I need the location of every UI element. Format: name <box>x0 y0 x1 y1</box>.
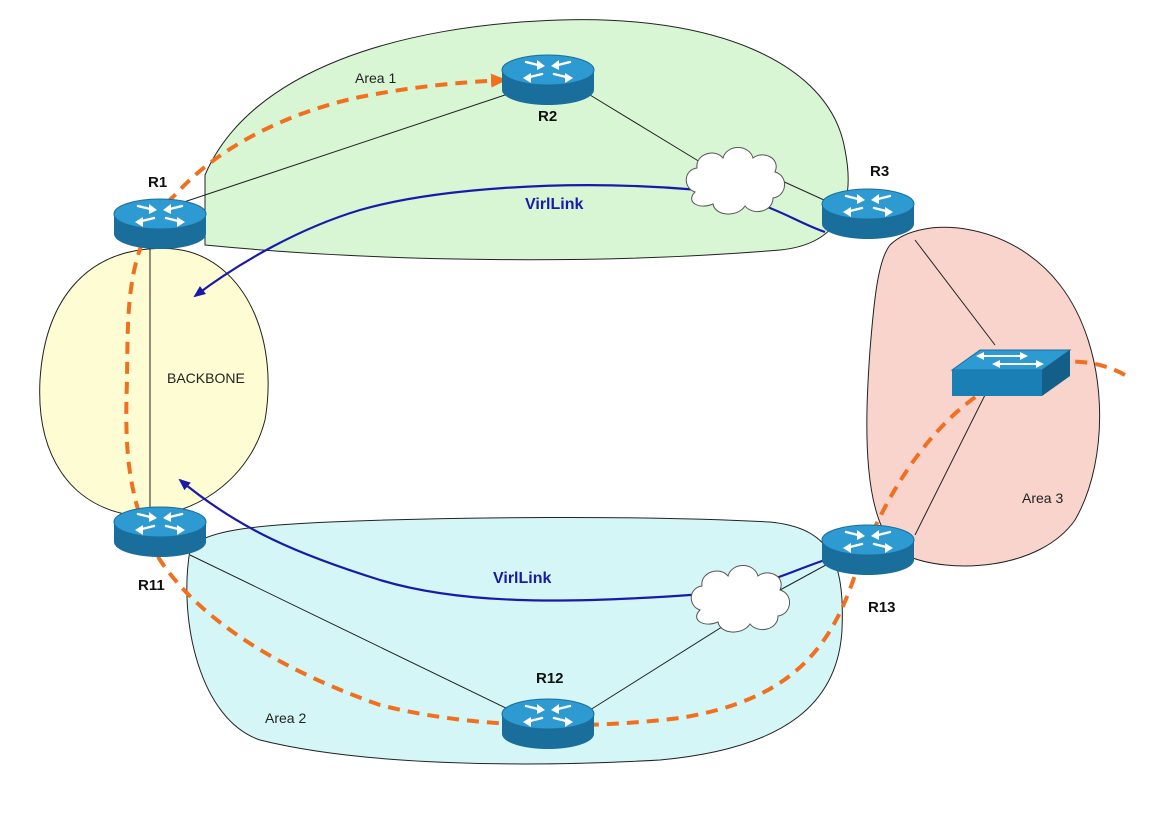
router-label-r2: R2 <box>538 108 557 125</box>
router-icon-r2 <box>500 53 596 107</box>
area1-region <box>204 19 849 261</box>
router-label-r1: R1 <box>148 174 167 191</box>
area-label-1: Area 1 <box>355 70 396 86</box>
router-label-r11: R11 <box>138 577 165 594</box>
router-label-r3: R3 <box>870 163 889 180</box>
cloud-icon <box>685 147 785 215</box>
router-label-r13: R13 <box>868 599 896 616</box>
links <box>149 94 996 711</box>
switch-icon <box>950 349 1072 396</box>
cloud-icon <box>690 565 790 633</box>
virtual-link-label-top: VirlLink <box>525 196 583 213</box>
router-icon-r3 <box>820 187 916 241</box>
backbone-label: BACKBONE <box>167 370 245 386</box>
area-label-3: Area 3 <box>1022 490 1063 506</box>
router-icon-r1 <box>112 197 208 251</box>
router-icon-r11 <box>112 505 208 559</box>
router-icon-r12 <box>500 697 596 751</box>
area2-region <box>186 516 843 765</box>
area3-region <box>866 226 1101 567</box>
virtual-link-label-bottom: VirlLink <box>493 570 551 587</box>
router-icon-r13 <box>820 523 916 577</box>
traffic-path <box>124 73 1126 728</box>
area-label-2: Area 2 <box>265 710 306 726</box>
router-label-r12: R12 <box>536 670 564 687</box>
